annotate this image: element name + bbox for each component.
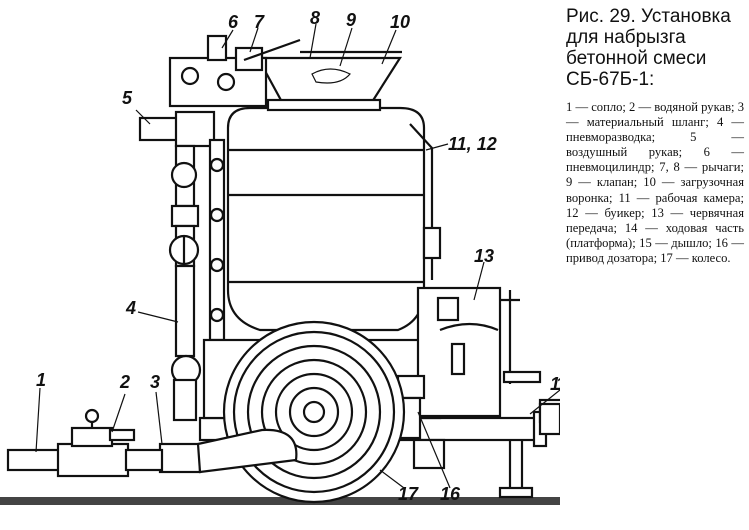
working-chamber [226,106,426,332]
support-leg [498,440,534,499]
water-valve [70,408,136,448]
callout-17: 17 [398,484,419,504]
ground-hatching [0,497,560,505]
callout-1: 1 [36,370,46,390]
figure-legend: 1 — сопло; 2 — водяной рукав; 3 — матери… [566,100,744,265]
loading-hopper [256,50,403,112]
valve-pipe [208,138,226,342]
callout-8: 8 [310,8,320,28]
callout-4: 4 [125,298,136,318]
leader-lines [35,23,560,489]
callout-3: 3 [150,372,160,392]
callout-10: 10 [390,12,410,32]
callout-7: 7 [254,12,265,32]
callout-16: 16 [440,484,461,504]
callout-6: 6 [228,12,239,32]
wheel [222,320,406,504]
figure-title: Рис. 29. Установка для набрызга бетонной… [566,6,731,90]
worm-gear-box [416,286,542,418]
callout-9: 9 [346,10,356,30]
figure-caption: Рис. 29. Установка для набрызга бетонной… [566,6,744,266]
shotcrete-unit-drawing: 1 2 3 4 5 6 7 8 9 10 11, 12 13 14 15 16 … [0,8,560,505]
callout-14: 14 [556,374,560,394]
nozzle-line [6,442,164,478]
control-block [168,34,301,108]
callout-15: 15 [550,374,560,394]
callout-5: 5 [122,88,133,108]
callout-11-12: 11, 12 [448,134,497,154]
air-hose [138,110,216,148]
drawbar-assembly [538,402,560,436]
pneumatic-piping [168,144,202,422]
callout-13: 13 [474,246,494,266]
callout-2: 2 [119,372,130,392]
